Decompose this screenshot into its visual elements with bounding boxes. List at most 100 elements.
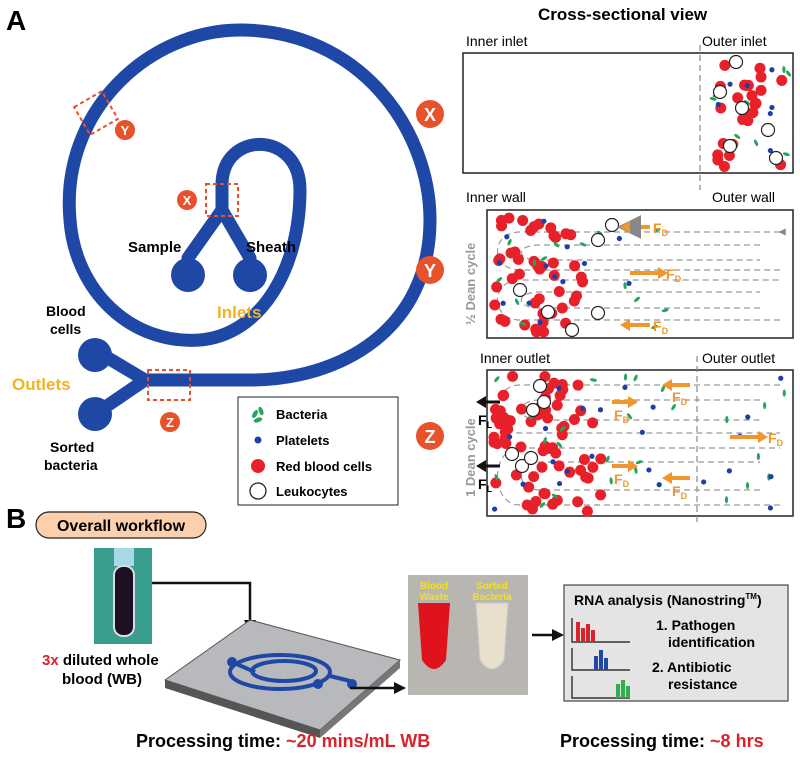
leukocyte-cell <box>736 102 749 115</box>
platelet-cell <box>580 406 585 411</box>
rbc-cell <box>538 445 549 456</box>
rbc-cell <box>531 326 542 337</box>
inlet-sample-label: Sample <box>128 239 181 256</box>
rbc-cell <box>557 302 568 313</box>
leukocyte-cell <box>527 404 540 417</box>
outlet-sorted-label-2: bacteria <box>44 457 98 473</box>
wb-label-1: 3x diluted whole <box>42 652 159 669</box>
platelet-cell <box>745 414 750 419</box>
rbc-cell <box>560 228 571 239</box>
rbc-cell <box>529 221 540 232</box>
processing-time-2: Processing time: ~8 hrs <box>560 731 764 751</box>
platelet-cell <box>550 459 555 464</box>
leukocyte-cell <box>542 306 555 319</box>
legend-rbc-icon <box>251 459 265 473</box>
outlet-blood-label-2: cells <box>50 321 81 337</box>
rbc-cell <box>582 506 593 517</box>
marker-y: Y <box>424 261 436 281</box>
rbc-cell <box>737 114 748 125</box>
rna-item1-line1: 1. Pathogen <box>656 617 735 633</box>
cross-section-title: Cross-sectional view <box>538 5 708 24</box>
rbc-cell <box>540 488 551 499</box>
box-x-left-label: Inner inlet <box>466 33 528 49</box>
outlet-blood-label-1: Blood <box>46 303 86 319</box>
platelet-cell <box>543 263 548 268</box>
rbc-cell <box>587 462 598 473</box>
platelet-cell <box>598 407 603 412</box>
rbc-cell <box>499 316 510 327</box>
box-x-right-label: Outer inlet <box>702 33 767 49</box>
rbc-cell <box>489 299 500 310</box>
blood-tube-photo <box>94 548 152 644</box>
platelet-cell <box>520 482 525 487</box>
leukocyte-cell <box>770 152 783 165</box>
bacteria-cell <box>725 416 728 423</box>
platelet-cell <box>589 454 594 459</box>
rbc-cell <box>528 471 539 482</box>
marker-y-small: Y <box>121 123 130 138</box>
platelet-cell <box>543 426 548 431</box>
rbc-cell <box>776 75 787 86</box>
rbc-cell <box>751 98 762 109</box>
rbc-cell <box>547 499 558 510</box>
platelet-cell <box>745 83 750 88</box>
outlets-label: Outlets <box>12 375 71 394</box>
platelet-cell <box>716 102 721 107</box>
bacteria-cell <box>783 390 786 397</box>
leukocyte-cell <box>762 124 775 137</box>
leukocyte-cell <box>730 56 743 69</box>
legend: Bacteria Platelets Red blood cells Leuko… <box>238 397 398 505</box>
marker-x: X <box>424 105 436 125</box>
platelet-cell <box>768 505 773 510</box>
rbc-cell <box>496 220 507 231</box>
panel-a-letter: A <box>6 5 26 36</box>
platelet-cell <box>657 482 662 487</box>
platelet-cell <box>557 481 562 486</box>
box-z-side-label: 1 Dean cycle <box>463 418 478 497</box>
rbc-cell <box>756 72 767 83</box>
leukocyte-cell <box>592 234 605 247</box>
inlets-label: Inlets <box>217 303 261 322</box>
rbc-cell <box>579 454 590 465</box>
rna-title: RNA analysis (NanostringTM) <box>574 592 762 608</box>
rbc-cell <box>507 371 518 382</box>
legend-bacteria: Bacteria <box>276 407 328 422</box>
rbc-cell <box>595 453 606 464</box>
box-z-left-label: Inner outlet <box>480 350 550 366</box>
rbc-cell <box>501 415 512 426</box>
leukocyte-cell <box>724 140 737 153</box>
platelet-cell <box>651 405 656 410</box>
platelet-cell <box>507 434 512 439</box>
rbc-cell <box>719 60 730 71</box>
rbc-cell <box>576 272 587 283</box>
rbc-cell <box>537 462 548 473</box>
bacteria-cell <box>763 402 766 409</box>
spiral-channel <box>69 30 430 412</box>
platelet-cell <box>617 236 622 241</box>
platelet-cell <box>501 301 506 306</box>
leukocyte-cell <box>538 396 551 409</box>
rna-item2-line1: 2. Antibiotic <box>652 659 732 675</box>
rbc-cell <box>572 496 583 507</box>
platelet-cell <box>701 479 706 484</box>
platelet-cell <box>768 474 773 479</box>
bacteria-cell <box>746 482 749 489</box>
leukocyte-cell <box>606 219 619 232</box>
rbc-cell <box>569 414 580 425</box>
marker-x-small: X <box>183 193 192 208</box>
bacteria-cell <box>725 496 728 503</box>
rbc-cell <box>712 155 723 166</box>
processing-time-1: Processing time: ~20 mins/mL WB <box>136 731 430 751</box>
rbc-cell <box>569 260 580 271</box>
legend-platelet-icon <box>255 437 262 444</box>
rbc-cell <box>569 296 580 307</box>
platelet-cell <box>565 469 570 474</box>
legend-leukocytes: Leukocytes <box>276 484 348 499</box>
rbc-cell <box>491 282 502 293</box>
rbc-cell <box>495 405 506 416</box>
rbc-cell <box>498 390 509 401</box>
rbc-cell <box>507 273 518 284</box>
panel-b-letter: B <box>6 503 26 534</box>
platelet-cell <box>492 506 497 511</box>
